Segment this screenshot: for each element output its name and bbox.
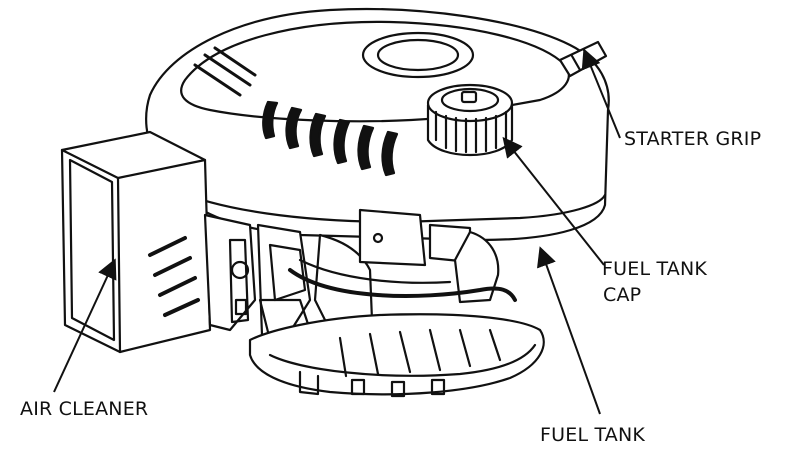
label-air-cleaner: AIR CLEANER [20,398,149,420]
cover-vent-slots [262,100,399,177]
fuel-tank-cap [426,83,514,156]
engine-base [248,313,545,398]
label-starter-grip: STARTER GRIP [624,128,762,150]
cover-top-recess [361,31,475,79]
air-cleaner-box [60,130,212,354]
label-fuel-tank: FUEL TANK [540,424,646,446]
label-fuel-tank-cap-line1: FUEL TANK [602,258,708,280]
arrow-fuel-tank-cap [502,136,605,266]
arrow-fuel-tank [537,246,601,415]
engine-block [203,208,517,342]
arrow-starter-grip [581,48,621,139]
arrow-air-cleaner [53,258,117,393]
label-fuel-tank-cap-line2: CAP [603,284,642,306]
callout-arrows [53,48,621,415]
